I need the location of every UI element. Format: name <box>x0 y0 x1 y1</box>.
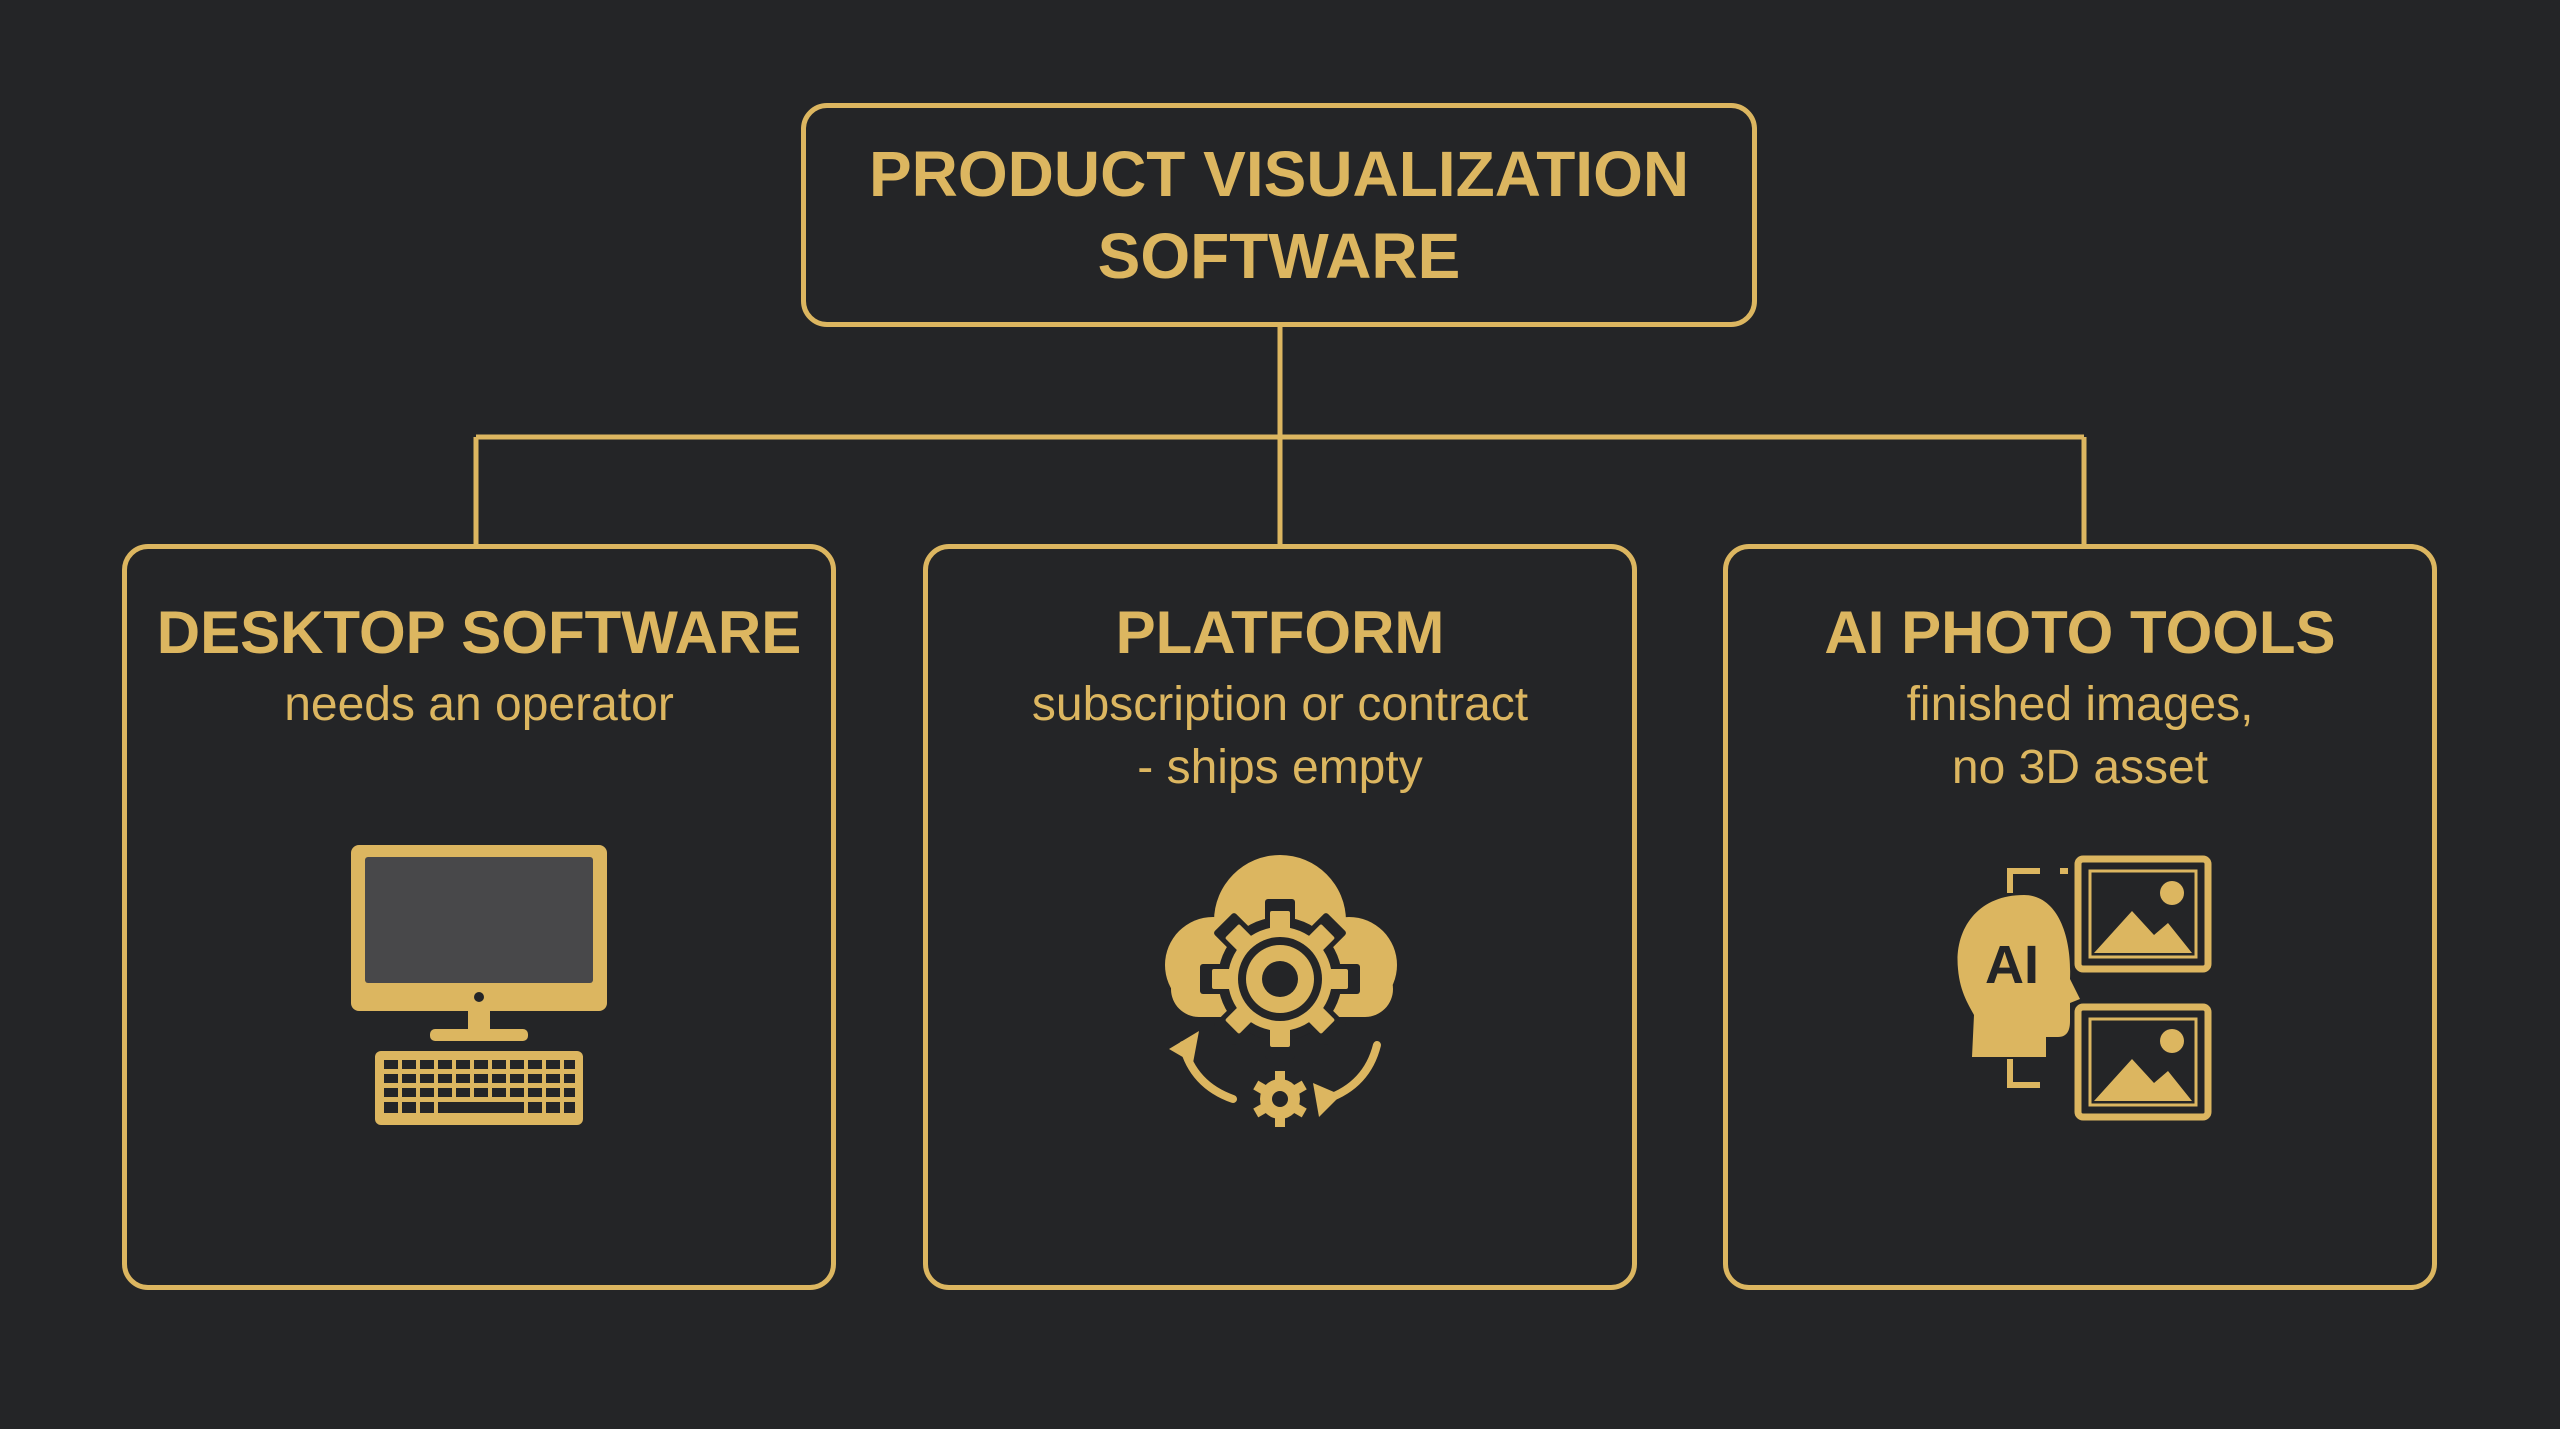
card-subtitle-line: subscription or contract <box>1031 678 1529 731</box>
card-subtitle-line: needs an operator <box>284 678 674 731</box>
card-subtitle: finished images, no 3D asset <box>1728 673 2432 799</box>
card-subtitle: subscription or contract - ships empty <box>928 673 1632 799</box>
card-subtitle-line: - ships empty <box>1137 741 1423 794</box>
cloud-gear-icon <box>928 849 1632 1129</box>
desktop-computer-icon <box>127 843 831 1133</box>
root-title-line-2: SOFTWARE <box>1097 220 1461 292</box>
root-title-line-1: PRODUCT VISUALIZATION <box>868 138 1690 210</box>
root-node: PRODUCT VISUALIZATION SOFTWARE <box>801 103 1757 327</box>
card-title: DESKTOP SOFTWARE <box>156 599 802 666</box>
card-subtitle-line: no 3D asset <box>1951 741 2209 794</box>
card-subtitle-line: finished images, <box>1906 678 2254 731</box>
card-title: PLATFORM <box>1115 599 1445 666</box>
ai-head-images-icon: AI <box>1728 853 2432 1123</box>
card-title: AI PHOTO TOOLS <box>1824 599 2336 666</box>
card-ai-photo-tools: AI PHOTO TOOLS finished images, no 3D as… <box>1723 544 2437 1290</box>
root-title: PRODUCT VISUALIZATION SOFTWARE <box>849 133 1709 297</box>
svg-text:AI: AI <box>1985 935 2039 995</box>
card-platform: PLATFORM subscription or contract - ship… <box>923 544 1637 1290</box>
card-desktop-software: DESKTOP SOFTWARE needs an operator <box>122 544 836 1290</box>
card-subtitle: needs an operator <box>127 673 831 736</box>
